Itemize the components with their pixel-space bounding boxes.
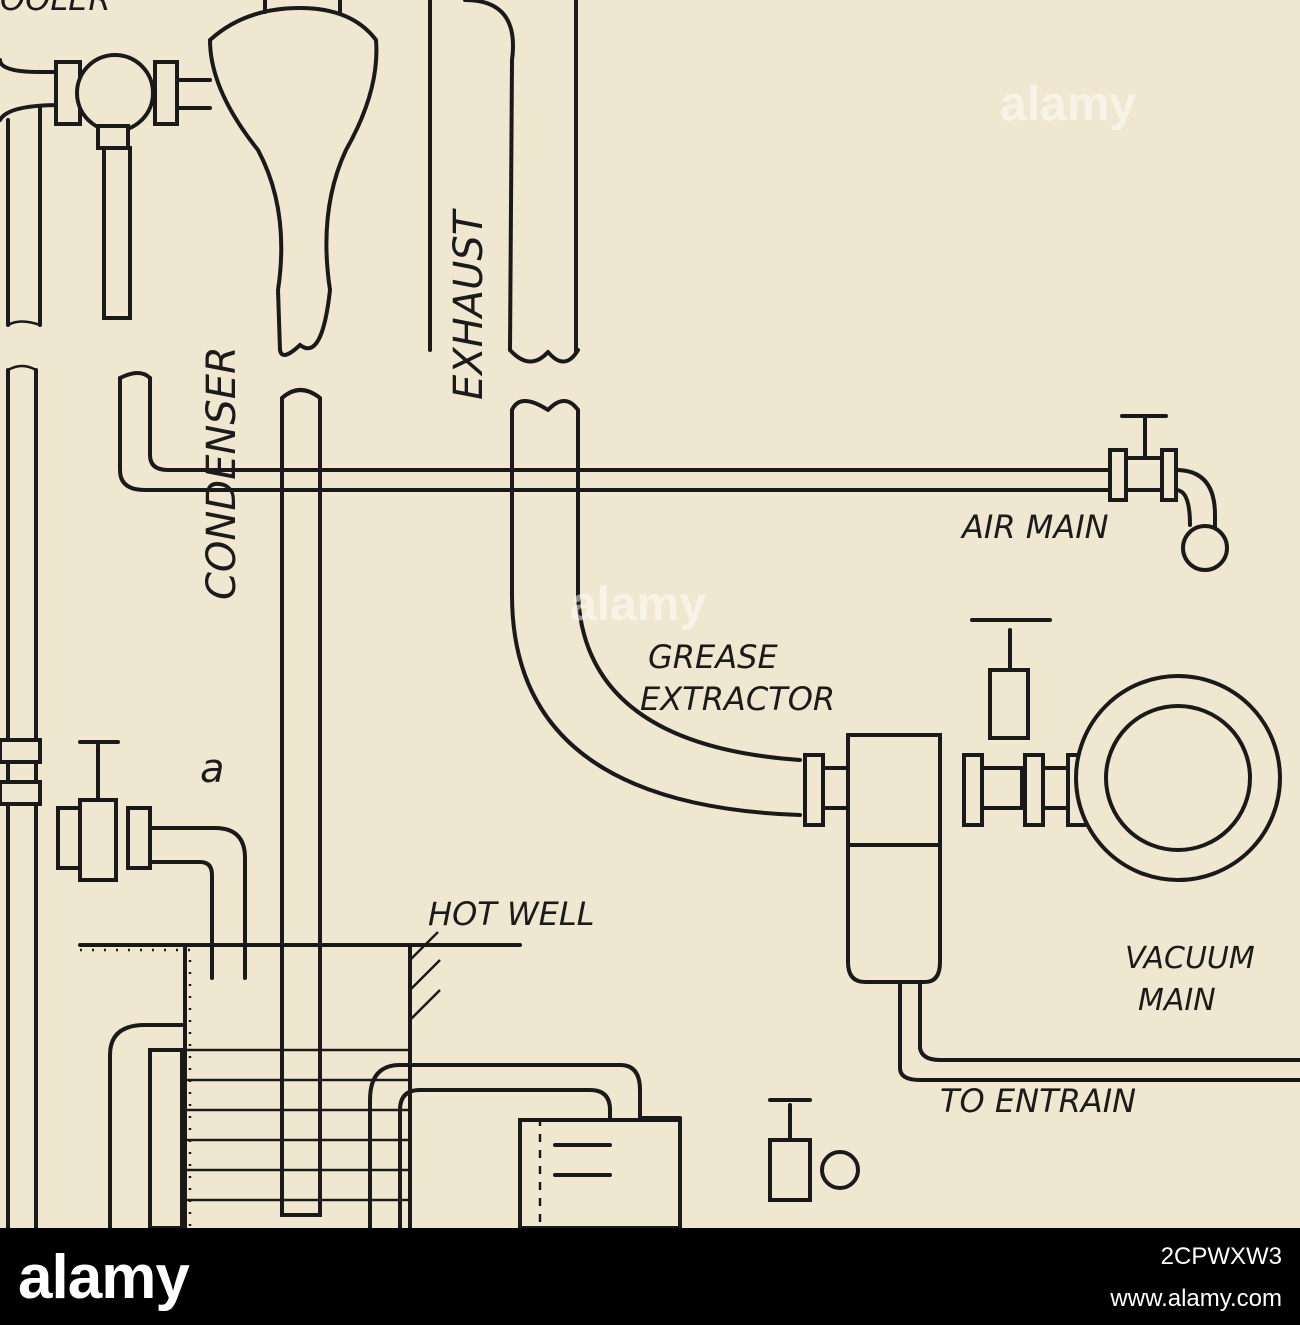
condenser-label: CONDENSER [199, 346, 245, 600]
condenser [207, 0, 379, 1217]
air-main-line [118, 371, 1229, 572]
hot-well [78, 931, 522, 1228]
entrainer-pot [368, 1063, 860, 1228]
footer-logo: alamy [18, 1243, 190, 1312]
image-id: 2CPWXW3 [1160, 1243, 1282, 1270]
grease-label-2: EXTRACTOR [640, 680, 835, 718]
entrain-label: TO ENTRAIN [940, 1082, 1136, 1120]
watermark-top: alamy [1000, 78, 1136, 131]
site-url: www.alamy.com [1110, 1285, 1282, 1312]
valve-a [0, 738, 247, 980]
valve-a-label: a [200, 746, 225, 792]
watermark-center: alamy [570, 578, 706, 631]
footer-bar: alamy 2CPWXW3 www.alamy.com [0, 1228, 1300, 1325]
footer-meta: 2CPWXW3 www.alamy.com [1110, 1236, 1282, 1320]
vacuum-label-2: MAIN [1138, 983, 1216, 1018]
cooler [54, 53, 212, 320]
cooler-label: OOLER [0, 0, 111, 18]
exhaust-label: EXHAUST [446, 207, 492, 400]
vacuum-label-1: VACUUM [1125, 941, 1255, 976]
grease-label-1: GREASE [648, 638, 778, 676]
plumbing-diagram: OOLER EXHAUST CONDENSER AIR MAIN GREASE … [0, 0, 1300, 1228]
exhaust-pipe [428, 0, 802, 817]
grease-extractor [803, 618, 1300, 1082]
hot-well-label: HOT WELL [428, 895, 594, 933]
air-main-label: AIR MAIN [960, 508, 1109, 546]
